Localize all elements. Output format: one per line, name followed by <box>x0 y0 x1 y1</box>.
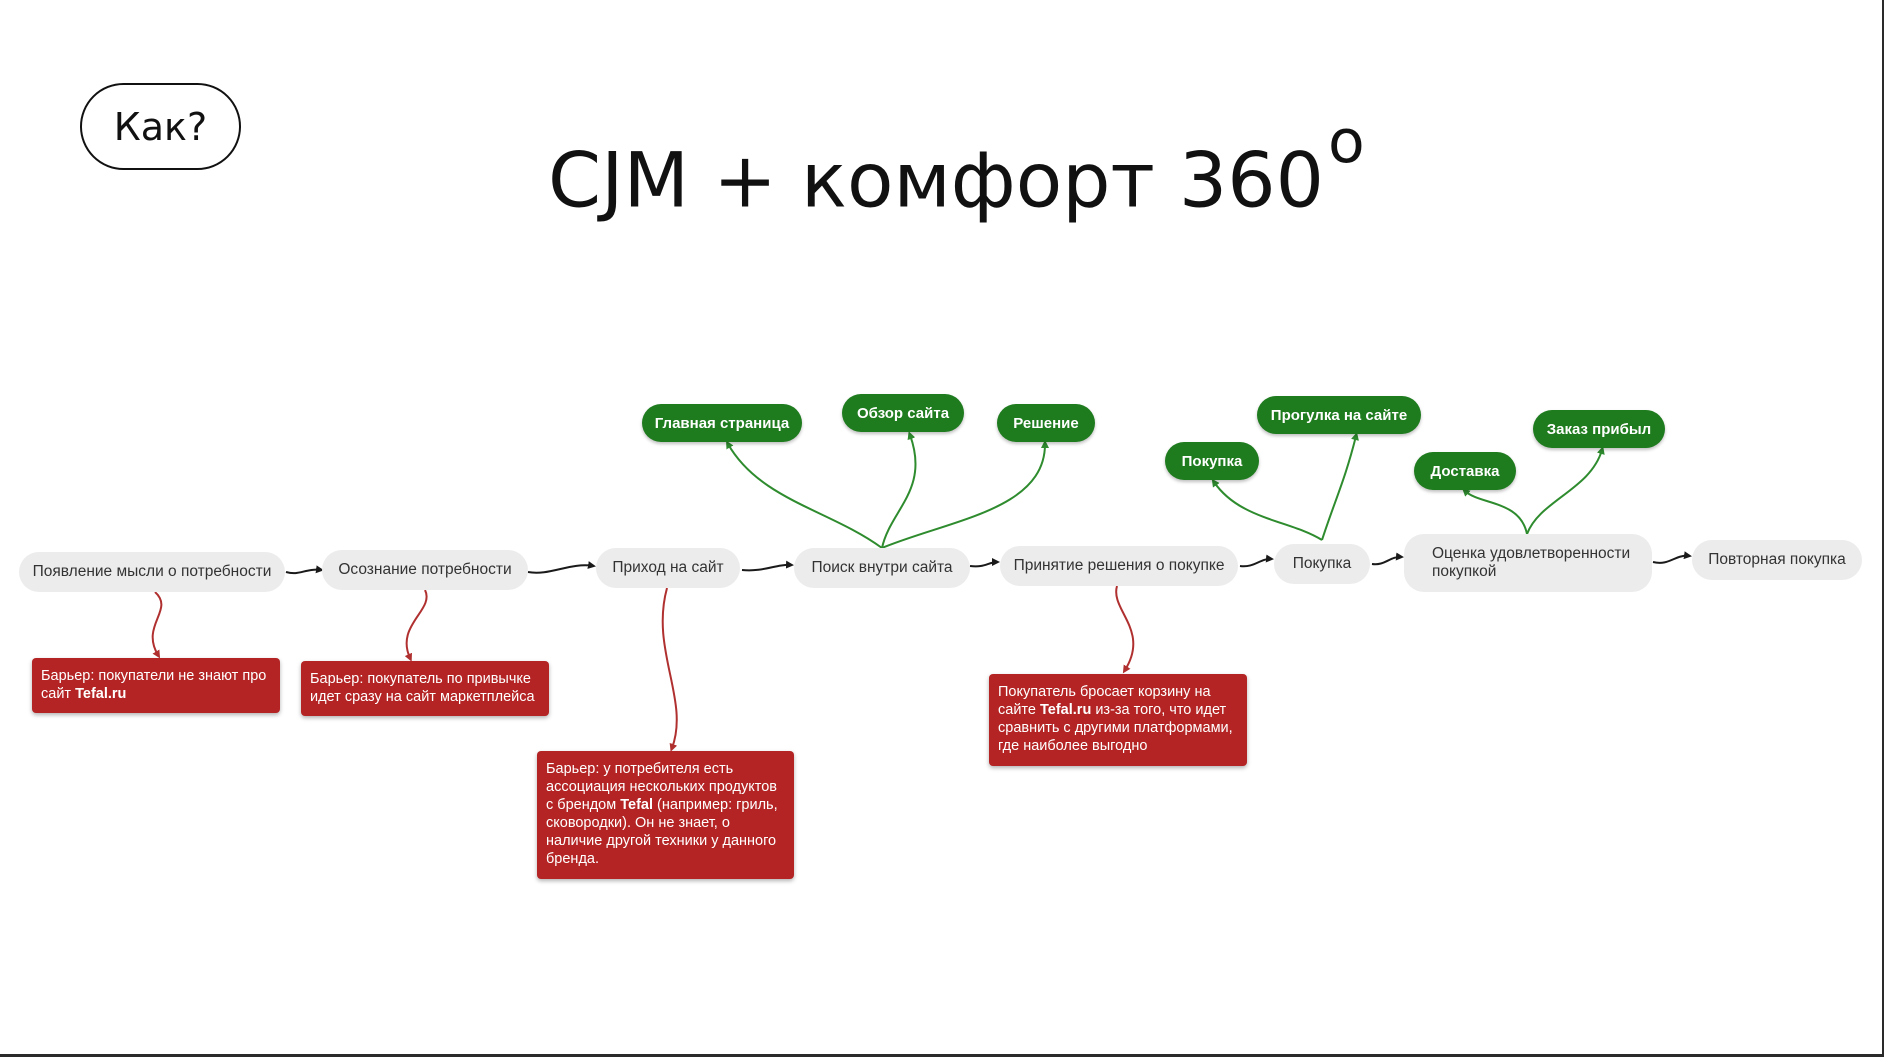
step-satisfaction: Оценка удовлетворенности покупкой <box>1404 534 1652 592</box>
barrier-link <box>1115 585 1135 674</box>
barrier-link <box>151 591 163 659</box>
step-purchase-decision: Принятие решения о покупке <box>1000 546 1238 586</box>
frame-edge-right <box>1882 0 1884 1057</box>
question-badge: Как? <box>80 83 241 170</box>
touchpoint-link <box>881 440 1049 549</box>
step-site-arrival: Приход на сайт <box>596 548 740 588</box>
barrier-text-tail: (например: гриль, сковородки). Он не зна… <box>546 797 778 867</box>
step-repeat-purchase: Повторная покупка <box>1692 540 1862 580</box>
flow-arrow <box>1371 552 1404 566</box>
flow-arrow <box>285 565 324 575</box>
step-purchase: Покупка <box>1274 544 1370 584</box>
barrier-cart-abandon: Покупатель бросает корзину на сайте Tefa… <box>989 674 1247 766</box>
barrier-brand: Tefal.ru <box>75 686 127 702</box>
barrier-text: Барьер: покупатели не знают про сайт <box>41 668 267 702</box>
barrier-text: Барьер: у потребителя есть ассоциация не… <box>546 761 777 813</box>
touchpoint-decision: Решение <box>997 404 1095 442</box>
touchpoint-link <box>726 440 883 549</box>
barrier-text: Барьер: покупатель по привычке идет сраз… <box>310 671 535 705</box>
touchpoint-home-page: Главная страница <box>642 404 802 442</box>
barrier-text-tail: из-за того, что идет сравнить с другими … <box>998 702 1233 754</box>
step-site-search: Поиск внутри сайта <box>794 548 970 588</box>
touchpoint-link <box>1321 432 1359 541</box>
step-need-awareness: Осознание потребности <box>322 550 528 590</box>
flow-arrow <box>1652 551 1692 564</box>
barrier-text: Покупатель бросает корзину на сайте <box>998 684 1211 718</box>
flow-arrow <box>969 558 1000 568</box>
touchpoint-link <box>881 431 917 549</box>
barrier-link <box>404 589 428 662</box>
barrier-link <box>661 587 678 752</box>
touchpoint-link <box>1526 446 1605 535</box>
step-need-thought: Появление мысли о потребности <box>19 552 285 592</box>
flow-arrow <box>741 560 794 572</box>
barrier-brand-association: Барьер: у потребителя есть ассоциация не… <box>537 751 794 879</box>
flow-arrow <box>527 561 596 574</box>
touchpoint-delivery: Доставка <box>1414 452 1516 490</box>
touchpoint-link <box>1462 488 1528 535</box>
touchpoint-order-arrived: Заказ прибыл <box>1533 410 1665 448</box>
touchpoint-site-overview: Обзор сайта <box>842 394 964 432</box>
barrier-brand: Tefal <box>620 797 654 813</box>
touchpoint-link <box>1211 478 1323 541</box>
degree-mark: o <box>1328 107 1365 177</box>
frame-edge-bottom <box>0 1054 1884 1057</box>
slide-title: CJM + комфорт 360o <box>548 107 1365 224</box>
title-text: CJM + комфорт 360 <box>548 135 1324 225</box>
barrier-unaware-site: Барьер: покупатели не знают про сайт Tef… <box>32 658 280 713</box>
touchpoint-site-walk: Прогулка на сайте <box>1257 396 1421 434</box>
barrier-brand: Tefal.ru <box>1040 702 1092 718</box>
barrier-marketplace-habit: Барьер: покупатель по привычке идет сраз… <box>301 661 549 716</box>
flow-arrow <box>1239 554 1274 568</box>
touchpoint-purchase: Покупка <box>1165 442 1259 480</box>
